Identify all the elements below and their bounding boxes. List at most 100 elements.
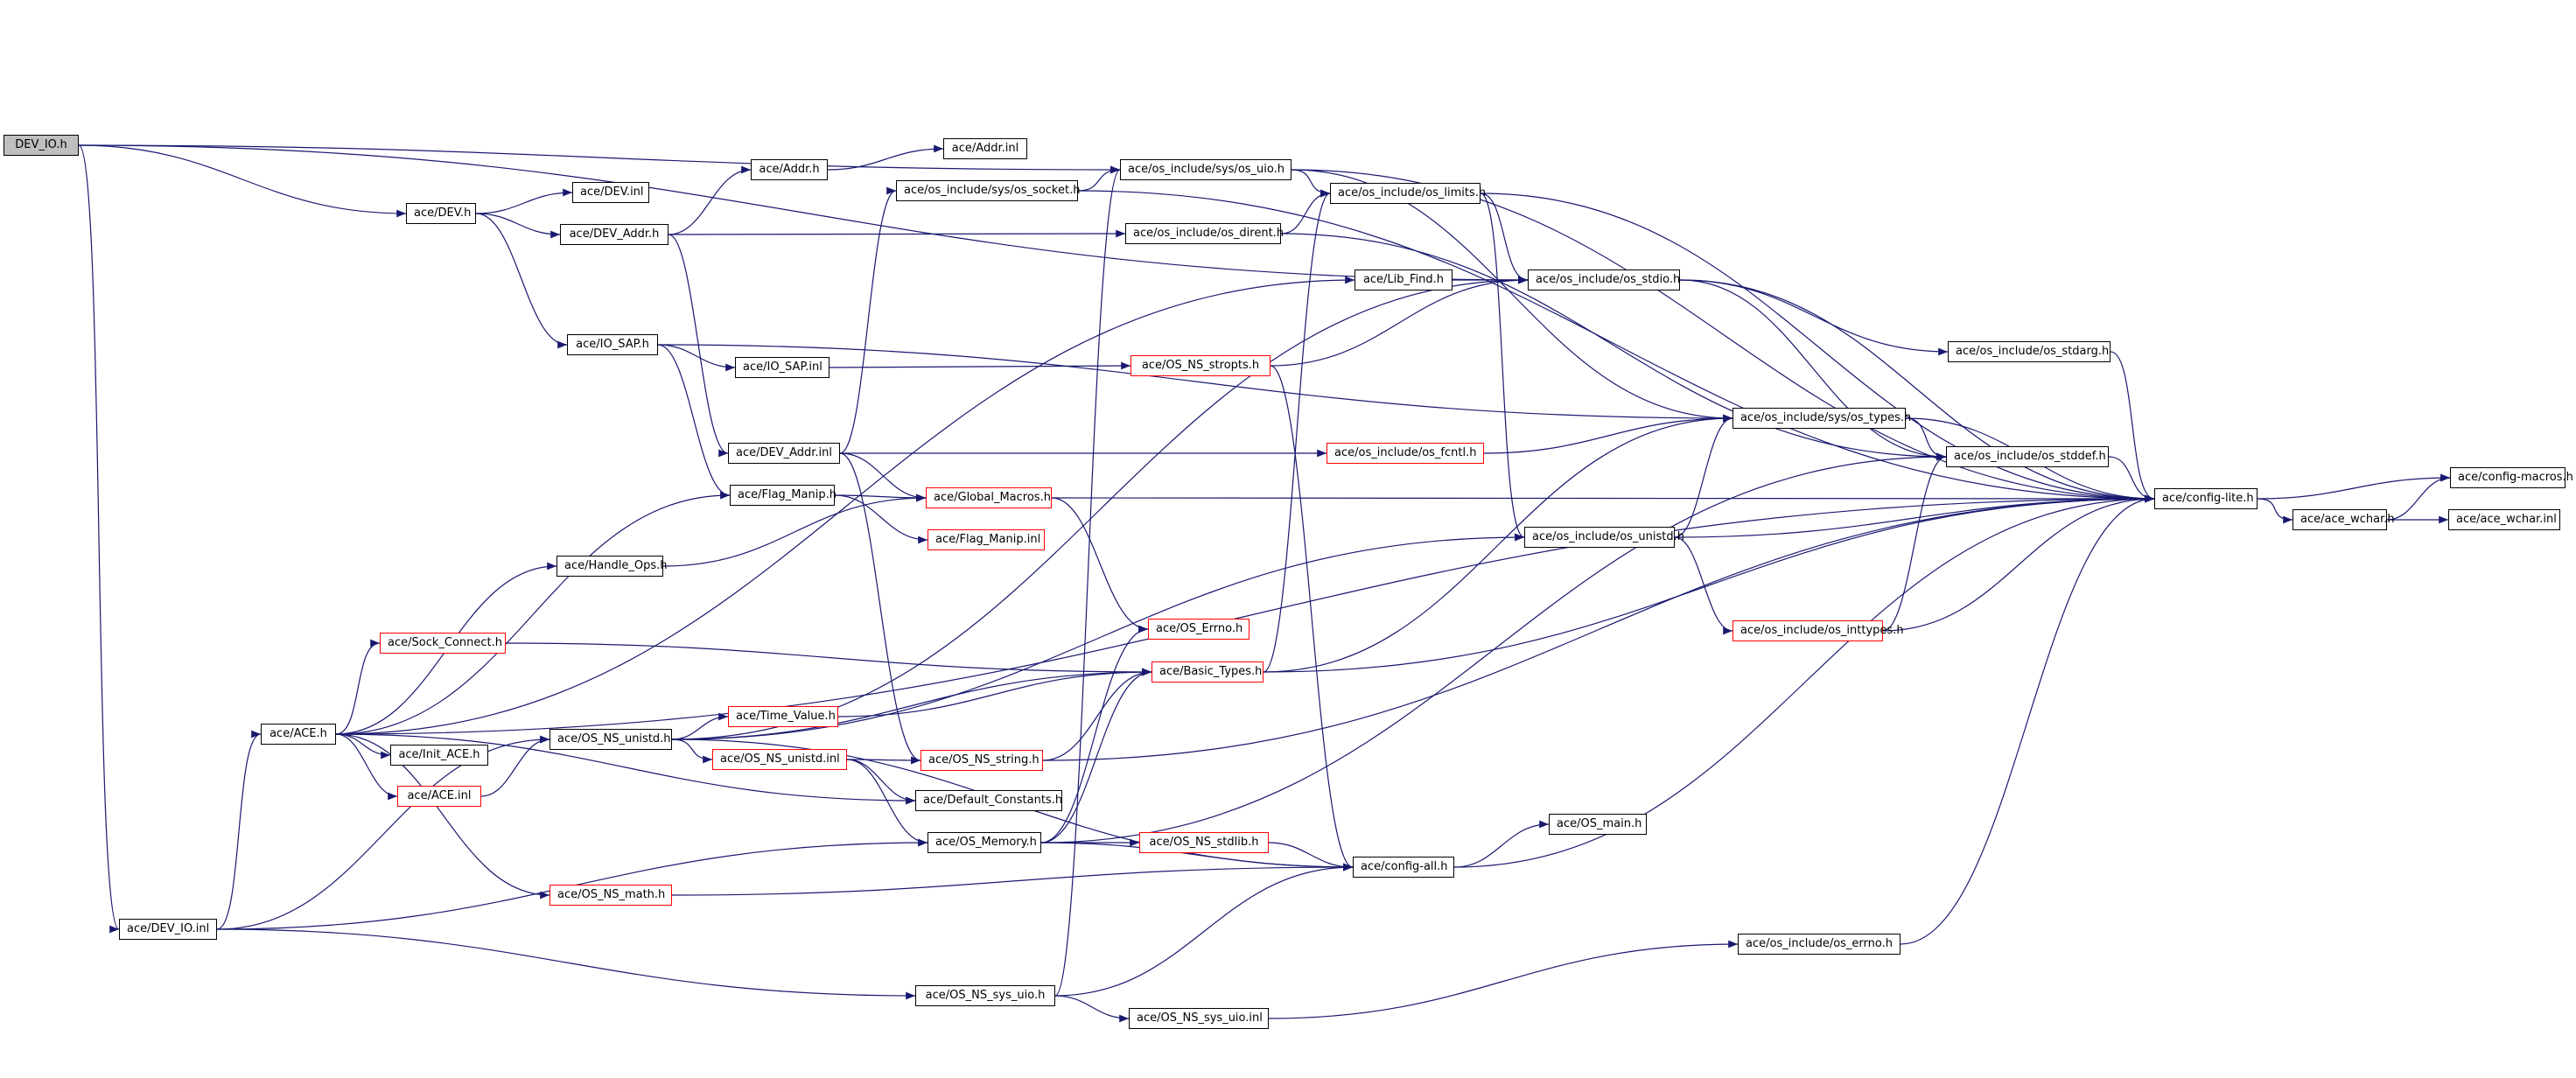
edge-os-dirent-to-os-stddef — [1280, 233, 1947, 461]
node-os-errno-h[interactable]: ace/OS_Errno.h — [1148, 619, 1250, 640]
node-os-dirent[interactable]: ace/os_include/os_dirent.h — [1125, 223, 1284, 244]
edge-os-limits-to-config-lite — [1480, 192, 2155, 503]
edge-dev-addr-inl-to-global-macros — [839, 452, 927, 502]
node-os-stdarg[interactable]: ace/os_include/os_stdarg.h — [1948, 341, 2110, 362]
node-io-sap-inl[interactable]: ace/IO_SAP.inl — [735, 357, 830, 378]
node-dev-addr-h[interactable]: ace/DEV_Addr.h — [560, 224, 668, 245]
node-os-inttypes[interactable]: ace/os_include/os_inttypes.h — [1732, 620, 1904, 641]
node-dev-h[interactable]: ace/DEV.h — [406, 203, 476, 224]
node-os-fcntl[interactable]: ace/os_include/os_fcntl.h — [1326, 443, 1484, 464]
edge-config-all-to-config-lite — [1453, 494, 2155, 868]
node-handle-ops[interactable]: ace/Handle_Ops.h — [556, 556, 667, 577]
edge-dev-addr-inl-to-os-socket — [839, 186, 897, 454]
edge-os-errno-inc-to-config-lite — [1900, 494, 2155, 945]
edge-dev-io-inl-to-os-ns-unistd-h — [216, 735, 550, 930]
node-lib-find[interactable]: ace/Lib_Find.h — [1354, 270, 1452, 290]
edge-os-ns-unistd-h-to-basic-types — [671, 668, 1152, 740]
edge-config-lite-to-ace-wchar-h — [2257, 498, 2293, 524]
edge-os-memory-to-os-errno-h — [1040, 625, 1149, 844]
node-time-value[interactable]: ace/Time_Value.h — [728, 706, 838, 727]
edge-os-unistd-to-config-lite — [1674, 494, 2155, 538]
node-os-stddef[interactable]: ace/os_include/os_stddef.h — [1946, 446, 2109, 467]
edge-os-ns-stdlib-to-config-all — [1268, 842, 1354, 872]
edge-ace-h-to-config-lite — [335, 494, 2155, 735]
node-ace-inl[interactable]: ace/ACE.inl — [397, 786, 481, 807]
edge-os-socket-to-os-uio — [1077, 165, 1121, 192]
node-ace-wchar-inl[interactable]: ace/ace_wchar.inl — [2448, 509, 2560, 530]
node-global-macros[interactable]: ace/Global_Macros.h — [926, 487, 1052, 508]
edge-basic-types-to-os-limits — [1263, 189, 1331, 673]
node-os-ns-stropts[interactable]: ace/OS_NS_stropts.h — [1130, 355, 1270, 376]
node-addr-inl[interactable]: ace/Addr.inl — [943, 138, 1027, 159]
edge-io-sap-h-to-os-types — [657, 344, 1733, 423]
node-os-limits[interactable]: ace/os_include/os_limits.h — [1330, 183, 1486, 204]
edge-os-stdarg-to-config-lite — [2110, 351, 2155, 503]
node-os-ns-stdlib[interactable]: ace/OS_NS_stdlib.h — [1139, 832, 1269, 853]
edge-os-stdio-to-config-lite — [1679, 279, 2155, 503]
node-flag-manip-h[interactable]: ace/Flag_Manip.h — [730, 485, 836, 506]
edge-handle-ops-to-global-macros — [662, 494, 927, 567]
node-os-errno-inc[interactable]: ace/os_include/os_errno.h — [1738, 934, 1900, 955]
edge-os-memory-to-config-all — [1040, 842, 1354, 872]
edge-os-fcntl-to-os-types — [1483, 414, 1733, 454]
edge-os-ns-unistd-h-to-os-stdio — [671, 276, 1529, 740]
node-dev-inl[interactable]: ace/DEV.inl — [572, 182, 649, 203]
node-dev-addr-inl[interactable]: ace/DEV_Addr.inl — [728, 443, 840, 464]
edge-config-all-to-os-main — [1453, 820, 1550, 868]
edge-dev-io-inl-to-ace-h — [216, 730, 262, 930]
node-dev-io-inl[interactable]: ace/DEV_IO.inl — [119, 919, 217, 940]
node-ace-h[interactable]: ace/ACE.h — [261, 724, 336, 745]
node-config-all[interactable]: ace/config-all.h — [1353, 857, 1454, 878]
edge-os-unistd-to-os-types — [1674, 414, 1733, 538]
edge-dev-io-h-to-os-stdio — [78, 144, 1529, 284]
edge-global-macros-to-config-lite — [1051, 494, 2155, 503]
node-ace-wchar-h[interactable]: ace/ace_wchar.h — [2292, 509, 2395, 530]
node-config-macros[interactable]: ace/config-macros.h — [2450, 467, 2573, 488]
edge-os-limits-to-os-stdio — [1480, 192, 1529, 284]
node-os-memory[interactable]: ace/OS_Memory.h — [928, 832, 1041, 853]
node-os-ns-unistd-h[interactable]: ace/OS_NS_unistd.h — [550, 729, 672, 750]
edge-os-ns-unistd-inl-to-os-memory — [846, 759, 928, 847]
edge-os-ns-stropts-to-os-stdio — [1270, 276, 1529, 367]
edge-os-ns-string-to-basic-types — [1042, 668, 1152, 761]
edge-os-socket-to-config-lite — [1077, 190, 2155, 503]
node-init-ace[interactable]: ace/Init_ACE.h — [390, 745, 488, 766]
edge-os-stdio-to-os-stddef — [1679, 279, 1947, 461]
edge-io-sap-h-to-io-sap-inl — [657, 344, 736, 372]
edge-dev-io-h-to-dev-h — [78, 144, 407, 218]
edge-ace-wchar-h-to-config-macros — [2386, 473, 2451, 521]
edge-ace-h-to-os-ns-math — [335, 733, 550, 900]
node-os-ns-math[interactable]: ace/OS_NS_math.h — [550, 885, 672, 906]
node-os-ns-sys-uio-h[interactable]: ace/OS_NS_sys_uio.h — [915, 985, 1055, 1006]
edge-ace-h-to-init-ace — [335, 733, 391, 760]
node-flag-manip-inl[interactable]: ace/Flag_Manip.inl — [928, 529, 1045, 550]
edge-dev-io-inl-to-os-ns-sys-uio-h — [216, 928, 916, 1000]
edge-os-ns-sys-uio-h-to-os-ns-sys-uio-inl — [1054, 995, 1130, 1023]
node-os-unistd[interactable]: ace/os_include/os_unistd.h — [1524, 527, 1684, 548]
edge-global-macros-to-os-errno-h — [1051, 497, 1149, 634]
node-os-uio[interactable]: ace/os_include/sys/os_uio.h — [1120, 159, 1292, 180]
edge-os-ns-unistd-h-to-time-value — [671, 712, 729, 740]
node-os-socket[interactable]: ace/os_include/sys/os_socket.h — [896, 180, 1080, 201]
node-os-types[interactable]: ace/os_include/sys/os_types.h — [1732, 408, 1911, 429]
node-config-lite[interactable]: ace/config-lite.h — [2154, 488, 2258, 509]
edge-os-ns-string-to-config-lite — [1042, 494, 2155, 761]
edge-basic-types-to-config-lite — [1263, 494, 2155, 673]
node-addr-h[interactable]: ace/Addr.h — [751, 159, 828, 180]
edge-sock-connect-to-basic-types — [505, 642, 1152, 676]
node-os-ns-unistd-inl[interactable]: ace/OS_NS_unistd.inl — [712, 749, 847, 770]
edge-os-memory-to-os-stddef — [1040, 452, 1947, 844]
node-sock-connect[interactable]: ace/Sock_Connect.h — [380, 633, 506, 654]
node-os-main[interactable]: ace/OS_main.h — [1549, 814, 1647, 835]
node-default-constants[interactable]: ace/Default_Constants.h — [915, 790, 1062, 811]
node-os-stdio[interactable]: ace/os_include/os_stdio.h — [1528, 270, 1680, 290]
edge-io-sap-inl-to-os-ns-stropts — [829, 361, 1131, 370]
node-dev-io-h[interactable]: DEV_IO.h — [4, 135, 79, 156]
node-basic-types[interactable]: ace/Basic_Types.h — [1152, 662, 1264, 682]
node-io-sap-h[interactable]: ace/IO_SAP.h — [567, 334, 658, 355]
edge-os-dirent-to-os-limits — [1280, 189, 1331, 234]
node-os-ns-sys-uio-inl[interactable]: ace/OS_NS_sys_uio.inl — [1129, 1008, 1269, 1029]
edge-os-ns-unistd-h-to-os-unistd — [671, 533, 1525, 740]
node-os-ns-string[interactable]: ace/OS_NS_string.h — [920, 750, 1043, 771]
